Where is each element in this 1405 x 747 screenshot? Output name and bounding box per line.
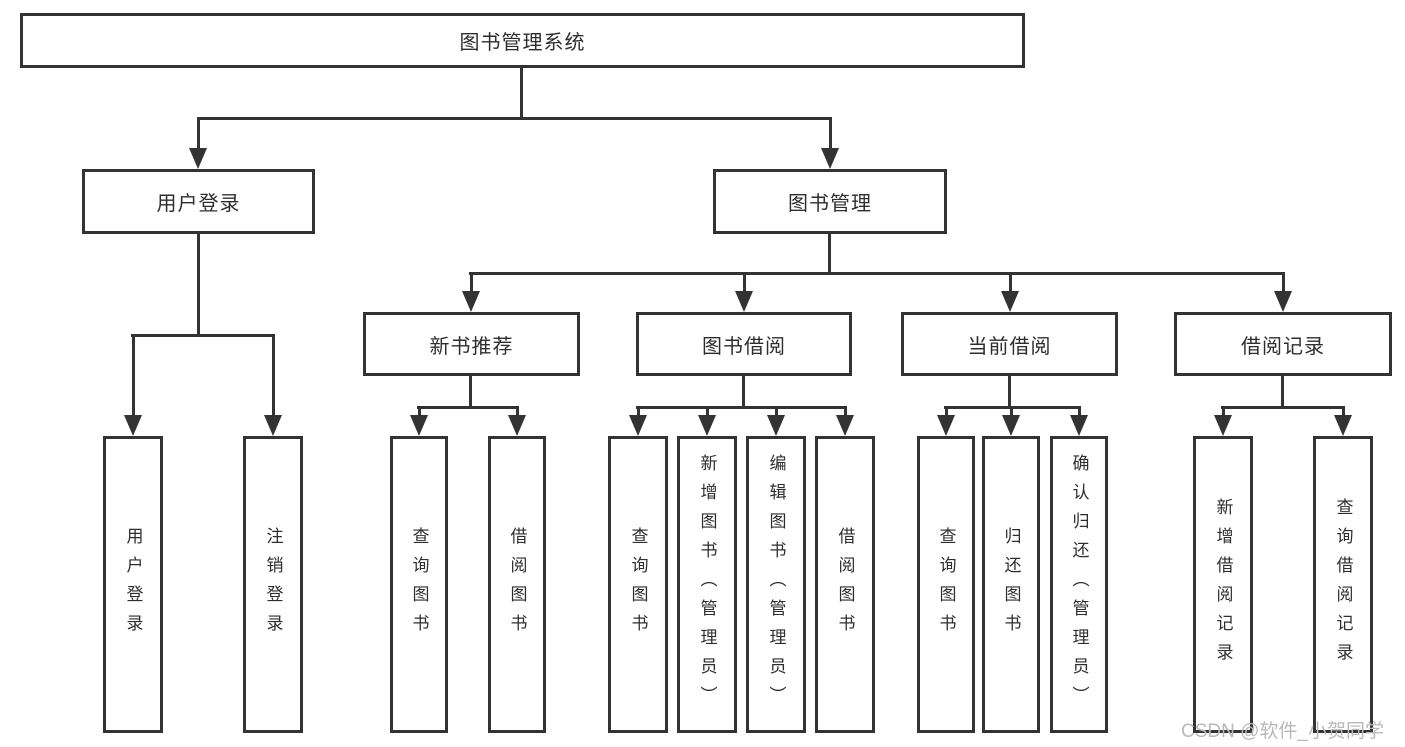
node-current-borrow: 当前借阅 [901,312,1118,376]
node-g1-borrow-books: 借阅图书 [488,436,546,733]
node-leaf-logout: 注销登录 [243,436,303,733]
connector-g4-bus [1221,406,1345,409]
connector-root-stub [520,68,523,120]
arrow-head-icon [836,415,854,436]
arrow-head-icon [767,415,785,436]
connector-g4-stub [1281,376,1284,409]
arrow-head-icon [698,415,716,436]
arrow-stem [196,117,200,150]
node-new-book-recommend-label: 新书推荐 [429,335,514,358]
node-borrow-records: 借阅记录 [1174,312,1392,376]
node-leaf-logout-label: 注销登录 [263,526,283,643]
arrow-head-icon [1334,415,1352,436]
node-current-borrow-label: 当前借阅 [967,335,1052,358]
arrow-head-icon [410,415,428,436]
connector-g2-bus [636,406,847,409]
arrow-stem [742,272,746,293]
node-book-management-label: 图书管理 [788,193,872,215]
arrow-stem [1281,272,1285,293]
arrow-stem [1077,406,1081,417]
connector-user-login-stub [197,234,200,337]
arrow-head-icon [937,415,955,436]
arrow-head-icon [1001,291,1019,312]
node-leaf-user-login: 用户登录 [103,436,163,733]
arrow-head-icon [508,415,526,436]
connector-g3-stub [1008,376,1011,409]
node-new-book-recommend: 新书推荐 [363,312,580,376]
node-borrow-records-label: 借阅记录 [1241,335,1325,358]
node-g2-add-books: 新增图书（管理员） [677,436,737,733]
csdn-watermark: CSDN @软件_小贺同学 [1181,721,1384,742]
arrow-head-icon [1214,415,1232,436]
arrow-head-icon [462,291,480,312]
node-g2-edit-books: 编辑图书（管理员） [746,436,806,733]
arrow-stem [1341,406,1345,417]
node-book-borrow-label: 图书借阅 [702,335,786,358]
node-g1-borrow-books-label: 借阅图书 [507,526,527,643]
arrow-head-icon [735,291,753,312]
node-root: 图书管理系统 [20,13,1025,68]
arrow-stem [131,334,135,417]
node-g2-borrow-books: 借阅图书 [815,436,875,733]
node-g3-confirm-return-label: 确认归还（管理员） [1069,454,1089,715]
arrow-stem [944,406,948,417]
arrow-stem [271,334,275,417]
connector-book-management-stub [828,234,831,275]
node-book-management: 图书管理 [713,169,947,234]
node-g1-query-books: 查询图书 [390,436,448,733]
arrow-head-icon [1002,415,1020,436]
node-g3-query-books: 查询图书 [917,436,975,733]
arrow-head-icon [1274,291,1292,312]
connector-g2-stub [742,376,745,409]
arrow-head-icon [629,415,647,436]
arrow-stem [417,406,421,417]
node-g2-query-books-label: 查询图书 [628,526,648,643]
node-user-login-label: 用户登录 [156,193,241,215]
arrow-stem [705,406,709,417]
node-g2-borrow-books-label: 借阅图书 [835,526,855,643]
arrow-stem [469,272,473,293]
node-book-borrow: 图书借阅 [636,312,852,376]
node-g1-query-books-label: 查询图书 [409,526,429,643]
arrow-stem [515,406,519,417]
node-g2-add-books-label: 新增图书（管理员） [697,454,717,715]
node-g4-query-record: 查询借阅记录 [1313,436,1373,733]
connector-user-login-bus [131,334,275,337]
arrow-stem [636,406,640,417]
arrow-stem [1009,406,1013,417]
connector-g1-bus [417,406,519,409]
arrow-head-icon [124,415,142,436]
connector-level2-bus [197,117,831,120]
arrow-head-icon [821,148,839,169]
arrow-stem [1008,272,1012,293]
node-g3-return-books-label: 归还图书 [1001,526,1021,643]
connector-g1-stub [469,376,472,409]
node-g3-confirm-return: 确认归还（管理员） [1050,436,1108,733]
node-g4-query-record-label: 查询借阅记录 [1333,497,1353,672]
node-g3-return-books: 归还图书 [982,436,1040,733]
node-user-login: 用户登录 [82,169,315,234]
node-g3-query-books-label: 查询图书 [936,526,956,643]
node-leaf-user-login-label: 用户登录 [123,526,143,643]
arrow-head-icon [189,148,207,169]
node-g2-query-books: 查询图书 [608,436,668,733]
arrow-stem [828,117,832,150]
arrow-stem [843,406,847,417]
arrow-stem [774,406,778,417]
arrow-head-icon [1070,415,1088,436]
node-g2-edit-books-label: 编辑图书（管理员） [766,454,786,715]
node-g4-add-record: 新增借阅记录 [1193,436,1253,733]
node-root-label: 图书管理系统 [459,32,586,54]
arrow-stem [1221,406,1225,417]
connector-level3-bus [469,272,1285,275]
node-g4-add-record-label: 新增借阅记录 [1213,497,1233,672]
arrow-head-icon [264,415,282,436]
connector-g3-bus [944,406,1081,409]
